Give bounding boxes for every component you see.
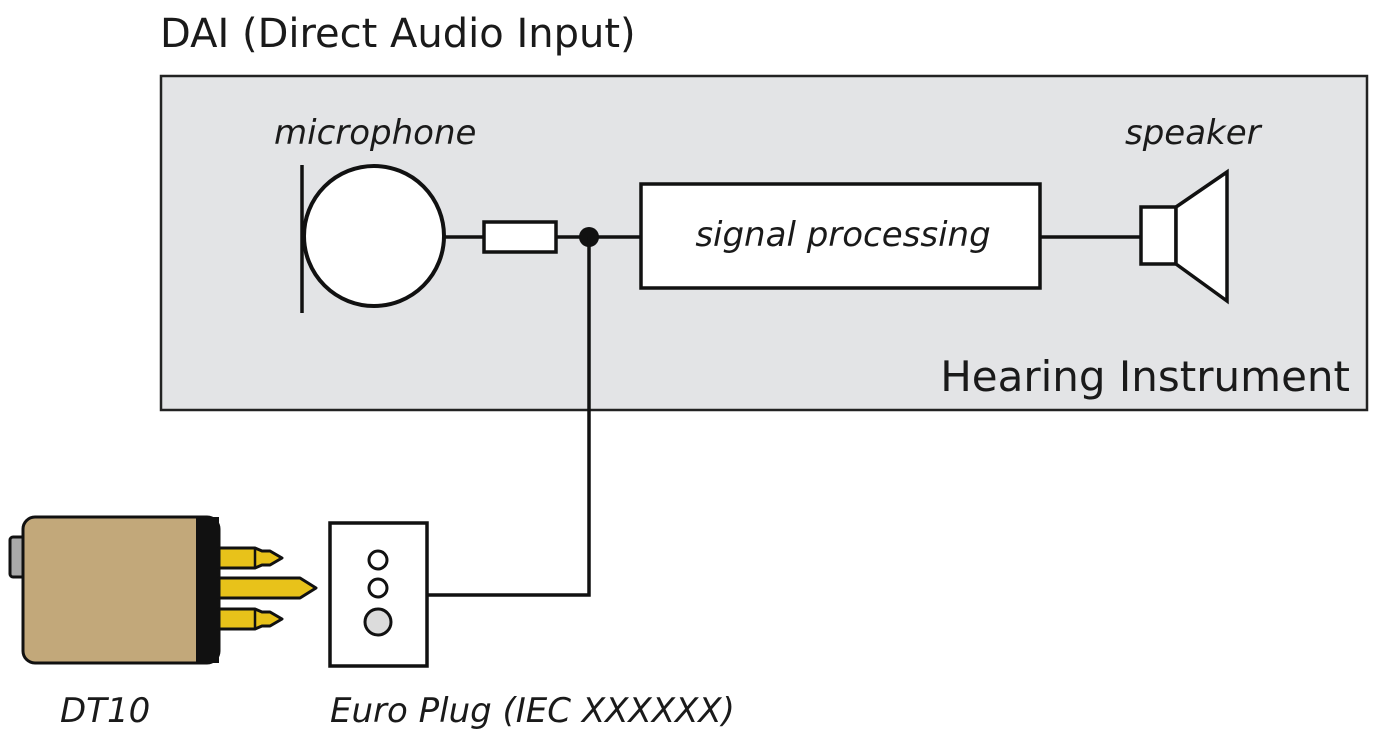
diagram-title: DAI (Direct Audio Input) [160, 11, 636, 57]
euro-plug-label: Euro Plug (IEC XXXXXX) [330, 691, 735, 731]
speaker-label: speaker [1125, 113, 1263, 153]
speaker-icon [1139, 168, 1229, 305]
dt10-device-icon [8, 515, 318, 665]
dt10-label: DT10 [60, 691, 150, 731]
signal-processing-block: signal processing [639, 182, 1042, 290]
wire-junction-to-euro-plug [427, 237, 591, 597]
microphone-label: microphone [274, 113, 476, 153]
microphone-icon [300, 164, 446, 313]
euro-plug-icon [328, 521, 429, 668]
hearing-instrument-label: Hearing Instrument [940, 352, 1350, 401]
signal-processing-label: signal processing [695, 215, 990, 255]
resistor-icon [482, 220, 558, 254]
